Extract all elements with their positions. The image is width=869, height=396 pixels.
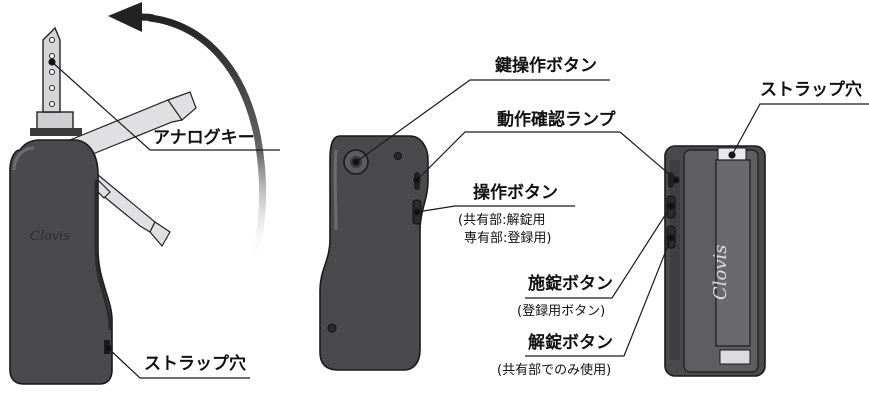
rotation-arrow-icon <box>108 2 267 266</box>
left-device: Clovis <box>9 26 197 385</box>
label-operation-button-note-2: 専有部:登録用) <box>464 231 552 246</box>
label-lock-button-note: (登録用ボタン) <box>517 304 606 319</box>
label-analog-key: アナログキー <box>153 128 255 148</box>
label-operation-button-note-1: (共有部:解錠用 <box>458 213 546 228</box>
label-strap-hole-left: ストラップ穴 <box>144 354 246 374</box>
brand-logo-right: Clovis <box>710 244 731 300</box>
label-strap-hole-right: ストラップ穴 <box>760 80 862 100</box>
leader-lines <box>48 58 869 379</box>
label-status-lamp: 動作確認ランプ <box>497 110 616 130</box>
middle-device <box>319 135 429 371</box>
label-unlock-button: 解錠ボタン <box>528 333 613 353</box>
brand-logo-left: Clovis <box>30 229 70 244</box>
label-unlock-button-note: (共有部でのみ使用) <box>497 363 612 378</box>
right-device: Clovis <box>664 145 766 377</box>
label-lock-button: 施錠ボタン <box>528 274 613 294</box>
label-key-operation-button: 鍵操作ボタン <box>495 56 597 76</box>
analog-key <box>30 26 82 136</box>
label-operation-button: 操作ボタン <box>473 183 558 203</box>
